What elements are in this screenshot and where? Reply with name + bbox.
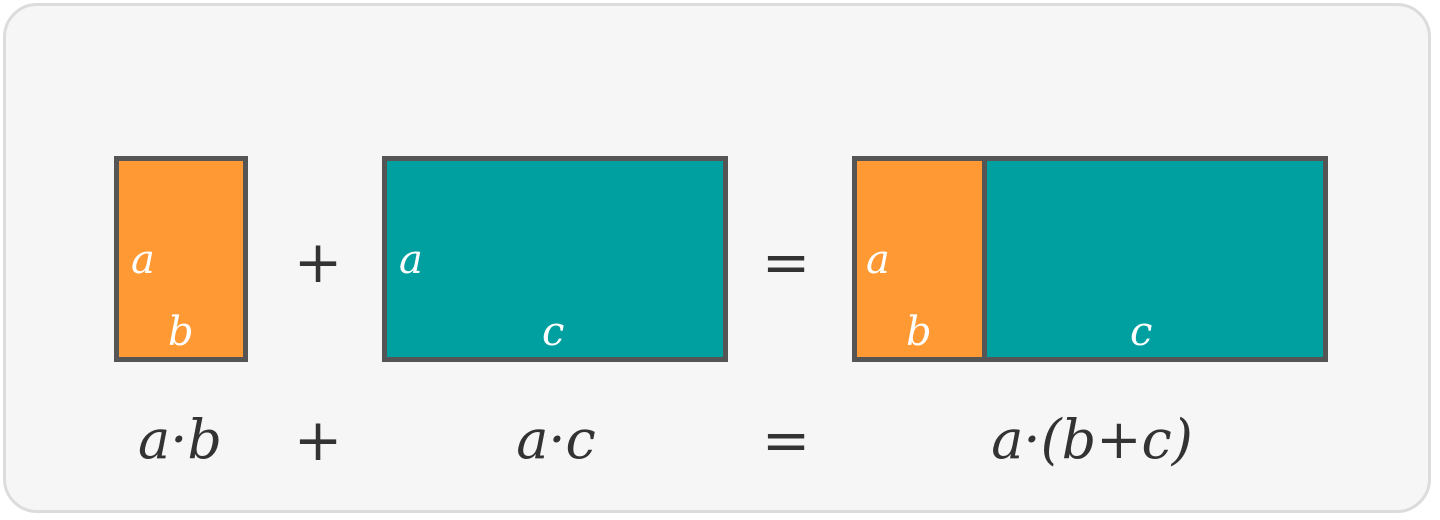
label-b-combined: b: [906, 309, 932, 355]
label-c-combined: c: [1130, 309, 1153, 355]
label-b-ab: b: [168, 309, 194, 355]
expression-ab: a·b: [138, 408, 222, 471]
label-a-combined: a: [866, 237, 890, 283]
rect-ac: [382, 156, 728, 362]
expression-a-b-plus-c: a·(b+c): [991, 408, 1193, 471]
expression-ac: a·c: [516, 408, 596, 471]
equals-sign-top: =: [761, 228, 811, 296]
rect-ab: [114, 156, 248, 362]
plus-sign-top: +: [293, 228, 343, 296]
label-a-ab: a: [131, 237, 155, 283]
plus-sign-bottom: +: [293, 406, 343, 474]
rect-combined-c-part: [982, 156, 1328, 362]
label-a-ac: a: [399, 237, 423, 283]
equals-sign-bottom: =: [761, 406, 811, 474]
label-c-ac: c: [542, 309, 565, 355]
